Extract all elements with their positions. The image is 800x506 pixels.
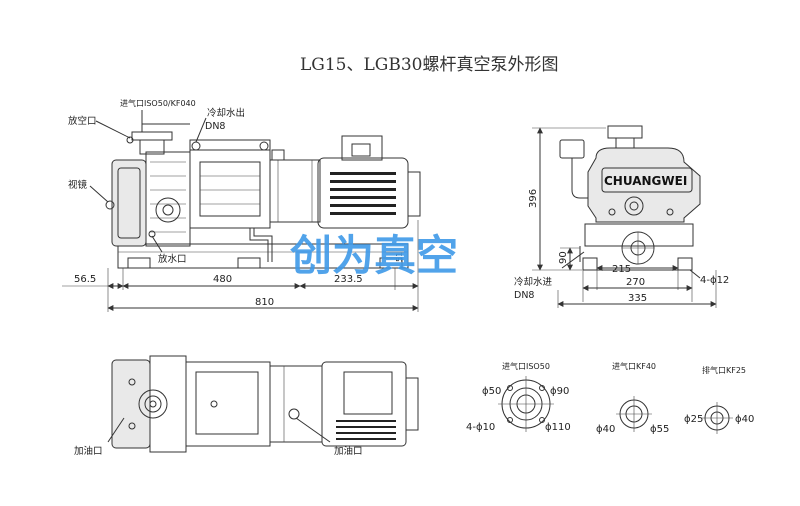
flange-kf40: 进气口KF40 ϕ40 ϕ55 (596, 361, 669, 435)
cooling-out-label: 冷却水出 (207, 107, 245, 119)
flange-iso50-inner: ϕ50 (482, 386, 501, 397)
flange-iso50-outer: ϕ110 (545, 422, 571, 433)
flange-iso50-holes: 4-ϕ10 (466, 422, 495, 433)
base-frame (117, 243, 409, 269)
dim-56-5: 56.5 (74, 274, 96, 285)
drain-label: 放水口 (158, 253, 187, 265)
watermark: 创为真空 (290, 231, 458, 280)
holes-dim: 4-ϕ12 (700, 275, 729, 286)
cooling-out-size: DN8 (205, 121, 225, 132)
dim-480: 480 (213, 274, 232, 285)
dim-270: 270 (626, 277, 645, 288)
flange-kf25: 排气口KF25 ϕ25 ϕ40 (684, 365, 754, 434)
flange-kf25-title: 排气口KF25 (702, 365, 746, 375)
flange-kf40-title: 进气口KF40 (612, 361, 656, 371)
dim-51: 51 (395, 252, 404, 262)
oil-port-right-label: 加油口 (334, 445, 363, 457)
side-housing (587, 147, 701, 223)
dim-810: 810 (255, 297, 274, 308)
top-pump-body (185, 361, 271, 447)
dim-90: 90 (558, 251, 569, 264)
flange-iso50-mid: ϕ90 (550, 386, 569, 397)
flange-kf40-outer: ϕ55 (650, 424, 669, 435)
drawing-title: LG15、LGB30螺杆真空泵外形图 (300, 55, 559, 75)
motor (317, 157, 409, 229)
flange-kf40-inner: ϕ40 (596, 424, 615, 435)
top-end-cover (111, 359, 151, 449)
flange-iso50-title: 进气口ISO50 (502, 361, 550, 371)
front-view: 进气口ISO50/KF040 冷却水出 DN8 放空口 视镜 放水口 56.5 … (62, 98, 421, 312)
side-view: CHUANGWEI 396 90 215 270 335 (514, 125, 729, 308)
inlet-flange (131, 131, 173, 141)
end-cover (111, 159, 147, 247)
cooling-in-label: 冷却水进 (514, 276, 553, 288)
cooling-in-size: DN8 (514, 290, 534, 301)
side-base (584, 223, 694, 247)
terminal-box (341, 135, 383, 161)
brand-name: CHUANGWEI (604, 174, 687, 188)
top-view: 加油口 加油口 (74, 355, 419, 457)
dim-335: 335 (628, 293, 647, 304)
flange-kf25-outer: ϕ40 (735, 414, 754, 425)
vent-label: 放空口 (68, 115, 97, 127)
sight-glass-label: 视镜 (68, 179, 88, 191)
motor-fan-cover (407, 171, 421, 217)
dim-396: 396 (528, 189, 539, 208)
oil-port-left-label: 加油口 (74, 445, 103, 457)
side-inlet-flange (607, 125, 643, 139)
coupling-housing (269, 159, 321, 223)
dim-215: 215 (612, 264, 631, 275)
flange-iso50: 进气口ISO50 ϕ50 ϕ90 4-ϕ10 ϕ110 (466, 361, 571, 433)
dim-233-5: 233.5 (334, 274, 363, 285)
top-inlet-port (138, 389, 168, 419)
inlet-label: 进气口ISO50/KF040 (120, 98, 196, 108)
flange-kf25-inner: ϕ25 (684, 414, 703, 425)
